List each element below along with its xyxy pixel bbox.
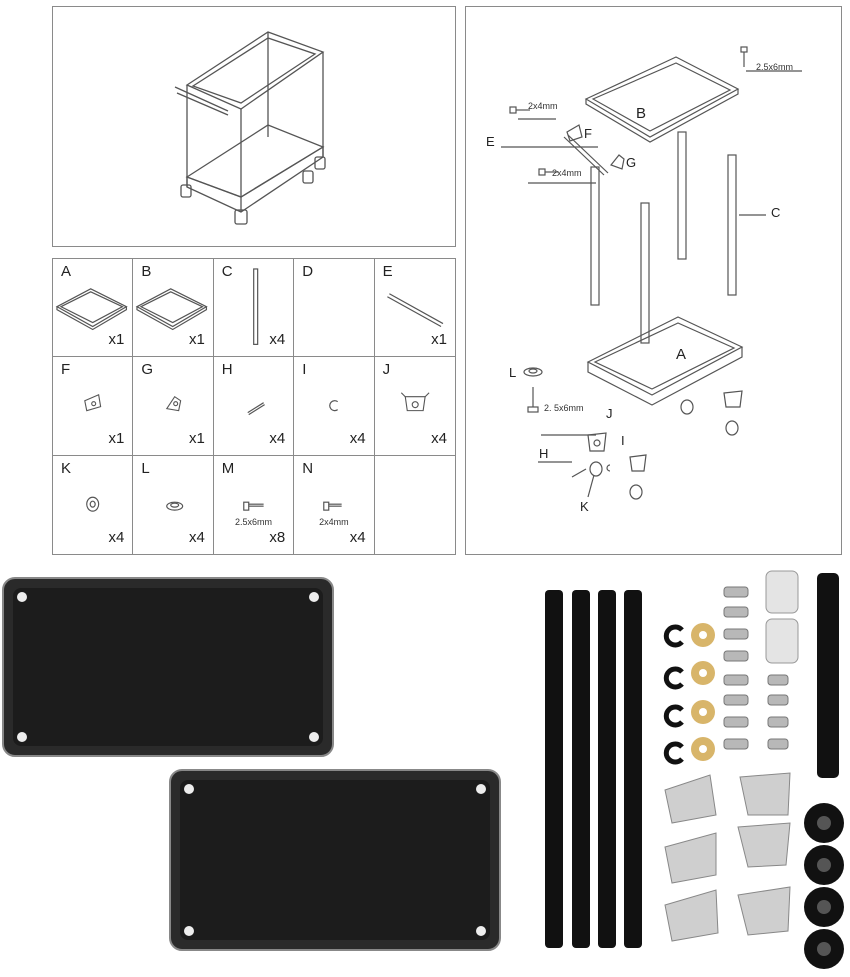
sleeves-photo [765,570,799,664]
tray-icon [136,288,209,331]
washers-photo [691,623,715,761]
parts-photo [2,570,844,969]
spec-g-screw: 2x4mm [552,168,582,178]
label-f: F [584,126,592,141]
part-cell-e: E x1 [374,259,455,358]
wheel-bracket-icon [400,392,430,412]
part-cell-l: L x4 [133,455,214,554]
assembled-cart-panel [52,6,456,247]
part-qty: x4 [349,529,366,546]
part-qty: x4 [431,429,447,447]
part-cell-n: N 2x4mm x4 [294,455,375,554]
part-spec: 2x4mm [319,516,349,527]
label-e: E [486,134,495,149]
part-letter: K [61,459,72,477]
part-letter: M [221,459,235,477]
part-qty: x4 [269,429,286,447]
part-cell-h: H x4 [213,357,295,456]
screw-icon [242,501,264,511]
part-cell-i: I x4 [294,357,375,456]
part-letter: C [221,263,233,280]
spec-top-screw: 2.5x6mm [756,62,794,72]
part-qty: x1 [108,429,125,447]
label-c: C [771,205,781,220]
part-cell-empty [375,456,455,554]
part-letter: E [382,263,393,280]
part-cell-f: F x1 [53,357,134,456]
bracket-icon [166,396,182,412]
part-letter: L [141,459,150,477]
label-g: G [626,155,637,170]
part-letter: I [302,361,307,379]
screw-icon [323,501,342,511]
part-cell-c: C x4 [213,259,295,358]
screws-photo [723,586,789,750]
part-spec: 2.5x6mm [234,516,272,527]
part-letter: N [302,459,314,477]
wheels-photo [804,803,844,969]
part-cell-b: B x1 [133,259,214,358]
part-cell-a: A x1 [53,259,134,358]
spec-f-screw: 2x4mm [528,101,558,111]
e-clip-icon [329,400,339,412]
parts-table: A x1 B x1 C x4 D [52,258,456,555]
label-k: K [580,499,589,514]
pin-icon [247,402,265,416]
part-qty: x4 [108,529,125,546]
washer-icon [166,501,184,511]
part-cell-g: G x1 [133,357,214,456]
part-letter: A [61,263,72,280]
assembly-diagram-panel: B E F G C A L J H I K 2.5x6mm 2x4mm 2x4m… [465,6,842,555]
label-i: I [621,433,625,448]
part-qty: x1 [188,331,205,349]
part-letter: F [61,361,71,379]
part-qty: x1 [431,331,447,349]
tray-icon [55,288,128,331]
tray-photo [169,769,501,951]
tray-photo [2,577,334,757]
part-cell-j: J x4 [374,357,455,456]
brackets-photo [664,772,791,942]
part-letter: G [141,361,154,379]
part-qty: x4 [188,529,205,546]
label-b: B [636,105,647,122]
exploded-assembly-diagram [501,46,802,500]
e-clips-photo [663,624,684,765]
part-letter: J [382,361,391,379]
rods-photo [545,573,839,948]
handle-bar-icon [386,293,443,328]
rod-icon [252,268,259,345]
label-h: H [539,446,549,461]
part-cell-d: D [294,259,375,358]
label-j: J [606,406,613,421]
part-qty: x1 [188,429,205,447]
part-cell-k: K x4 [53,455,134,554]
wheel-icon [86,496,100,512]
part-qty: x1 [108,331,125,349]
spec-j-screw: 2. 5x6mm [544,403,584,413]
label-a: A [676,346,687,363]
part-qty: x8 [269,529,286,546]
part-qty: x4 [349,429,366,447]
label-l: L [509,365,517,380]
part-letter: D [302,263,314,280]
bracket-icon [84,394,102,412]
part-cell-m: M 2.5x6mm x8 [214,455,295,554]
part-letter: B [141,263,152,280]
part-qty: x4 [269,331,286,349]
part-letter: H [221,361,233,379]
assembled-cart-illustration [174,31,326,225]
